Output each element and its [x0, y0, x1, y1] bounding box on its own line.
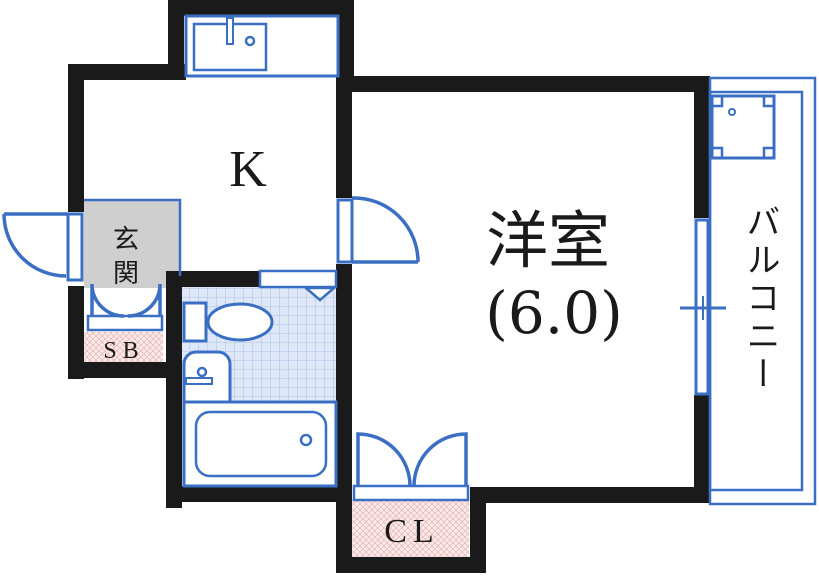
shoebox-doors	[86, 283, 164, 332]
kitchen-label: K	[229, 141, 267, 198]
wash-basin	[182, 350, 232, 414]
closet-label: CL	[384, 513, 439, 550]
shoebox-label: SB	[103, 338, 144, 364]
balcony-label: バルコニー	[740, 204, 780, 394]
toilet	[182, 301, 274, 343]
closet-floor	[352, 500, 469, 557]
ac-unit	[710, 94, 776, 160]
entrance-label-2: 関	[113, 259, 139, 289]
closet-doors	[352, 432, 470, 502]
shoebox-floor	[84, 332, 163, 364]
balcony-window	[680, 218, 726, 396]
balcony	[708, 76, 817, 506]
entrance-floor	[84, 200, 180, 288]
entrance-label-1: 玄	[113, 225, 139, 255]
bath-door	[258, 269, 338, 302]
kitchen-sink	[184, 14, 340, 78]
main-door	[336, 196, 420, 264]
bathtub	[182, 400, 338, 488]
entrance-door	[2, 212, 84, 286]
western-room-label: 洋室	[486, 204, 610, 277]
western-room-size: (6.0)	[485, 279, 623, 347]
entrance-outline	[84, 198, 182, 276]
